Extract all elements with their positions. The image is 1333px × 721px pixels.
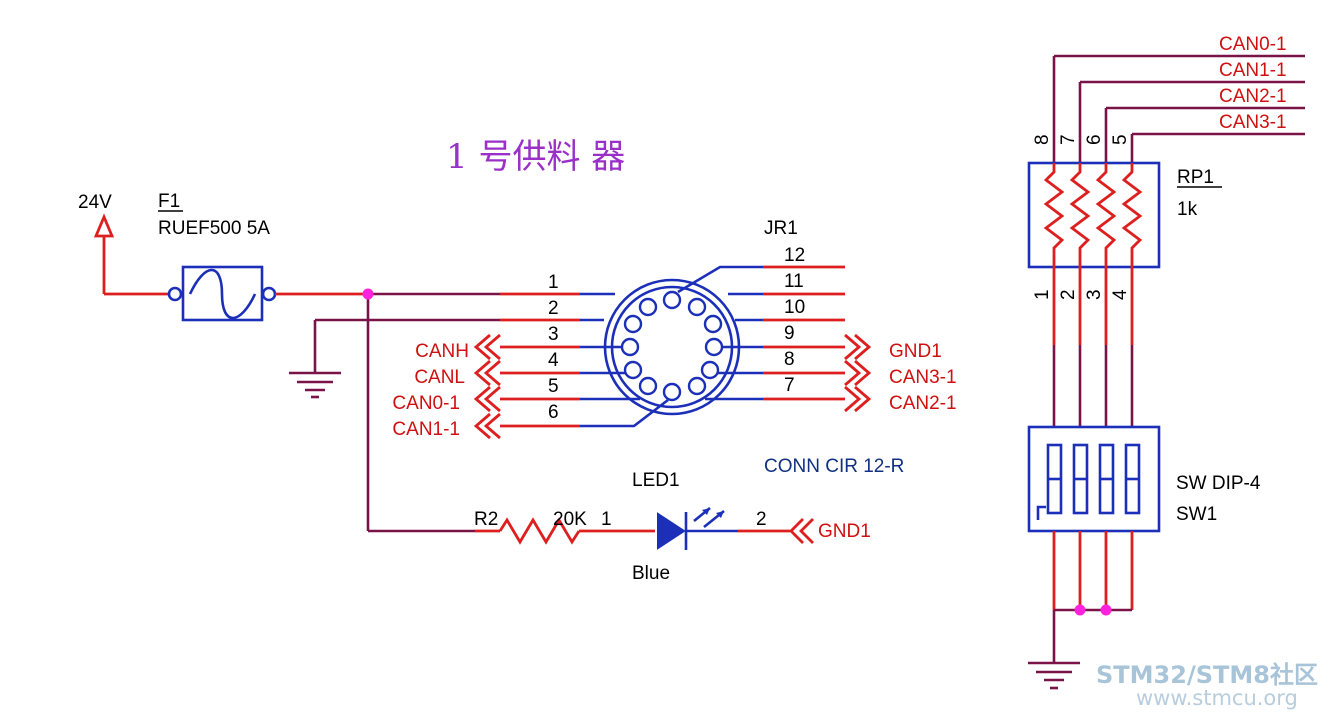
junction-dot: [362, 288, 374, 300]
power-label: 24V: [78, 192, 112, 213]
dip-switch-part: SW DIP-4: [1176, 473, 1261, 494]
rp-to-switch-wires: [1052, 267, 1134, 427]
led-color: Blue: [632, 563, 670, 584]
pin-number: 3: [548, 324, 559, 345]
pin-number: 11: [784, 271, 804, 292]
pin-number: 10: [784, 297, 805, 318]
pin-number: 2: [1058, 289, 1079, 300]
led-led1: [657, 506, 790, 550]
pin-number: 4: [1110, 289, 1131, 300]
connector-part: CONN CIR 12-R: [764, 456, 904, 477]
schematic-title: 1 号供料 器: [446, 137, 625, 177]
net-label: CAN1-1: [1219, 60, 1287, 81]
fuse-f1: [167, 265, 277, 322]
pin-number: 12: [784, 245, 805, 266]
pin-number: 6: [1084, 134, 1105, 145]
pin-number: 2: [548, 298, 559, 319]
pin-number: 5: [1110, 134, 1131, 145]
pin-number: 8: [784, 349, 795, 370]
net-label: CAN0-1: [392, 393, 460, 414]
pin-number: 5: [548, 376, 559, 397]
net-port-chevron: [789, 518, 814, 544]
watermark-url: www.stmcu.org: [1136, 686, 1298, 710]
net-port-chevrons-left: [473, 333, 501, 440]
pin-number: 3: [1084, 289, 1105, 300]
pin-number: 1: [601, 509, 612, 530]
fuse-value: RUEF500 5A: [158, 218, 270, 239]
resistor-pack-rp1: [1027, 161, 1161, 269]
pin-number: 8: [1032, 134, 1053, 145]
fuse-ref: F1: [158, 191, 180, 212]
dip-switch-sw1: [1027, 425, 1161, 533]
net-label: GND1: [818, 521, 871, 542]
net-label: CANH: [415, 341, 469, 362]
net-label: CAN2-1: [1219, 86, 1287, 107]
resistor-ref: R2: [474, 509, 498, 530]
resistor-value: 20K: [553, 509, 587, 530]
dip-switch-ref: SW1: [1176, 504, 1217, 525]
rpack-value: 1k: [1177, 199, 1198, 220]
net-port-chevrons-right: [844, 333, 872, 413]
net-label: CAN1-1: [392, 419, 460, 440]
power-24v-symbol: [93, 213, 170, 296]
watermark-logo: STM32/STM8社区: [1096, 661, 1318, 689]
pin-number: 1: [548, 272, 559, 293]
pin-number: 4: [548, 350, 559, 371]
net-wires-right: [1052, 54, 1305, 163]
pin-number: 2: [756, 509, 767, 530]
rpack-ref: RP1: [1177, 167, 1214, 188]
pin-number: 6: [548, 402, 559, 423]
ground-symbol-right: [1028, 661, 1080, 690]
net-label: CAN0-1: [1219, 34, 1287, 55]
resistor-r2: [475, 517, 655, 545]
pin-number: 9: [784, 323, 795, 344]
pin-number: 7: [784, 375, 795, 396]
net-label: CAN3-1: [1219, 112, 1287, 133]
net-label: CANL: [414, 367, 465, 388]
net-label: CAN2-1: [889, 393, 957, 414]
pin-number: 1: [1032, 289, 1053, 300]
led-ref: LED1: [632, 470, 680, 491]
connector-jr1: [500, 265, 845, 428]
connector-ref: JR1: [764, 218, 798, 239]
switch-ground-wires: [1052, 531, 1134, 662]
pin-number: 7: [1058, 134, 1079, 145]
net-label: CAN3-1: [889, 367, 957, 388]
net-label: GND1: [889, 341, 942, 362]
ground-symbol-left: [289, 371, 341, 399]
